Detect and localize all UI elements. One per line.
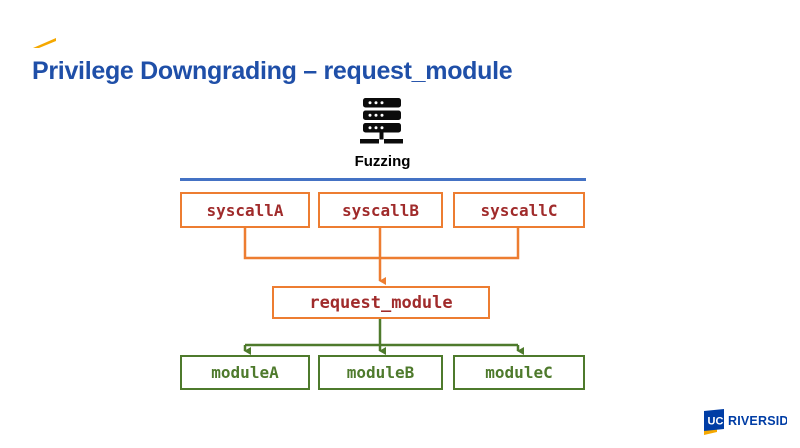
ucr-logo: UC RIVERSIDE bbox=[704, 409, 787, 435]
fuzzing-label: Fuzzing bbox=[354, 153, 411, 170]
page-title: Privilege Downgrading – request_module bbox=[32, 57, 513, 85]
svg-text:UC: UC bbox=[708, 416, 724, 428]
node-module-c[interactable]: moduleC bbox=[453, 355, 585, 390]
gold-swoosh-icon bbox=[33, 38, 56, 48]
node-module-b[interactable]: moduleB bbox=[318, 355, 443, 390]
section-divider bbox=[180, 178, 586, 181]
node-syscall-a[interactable]: syscallA bbox=[180, 192, 310, 228]
node-syscall-b[interactable]: syscallB bbox=[318, 192, 443, 228]
node-request-module[interactable]: request_module bbox=[272, 286, 490, 319]
node-module-a[interactable]: moduleA bbox=[180, 355, 310, 390]
svg-text:RIVERSIDE: RIVERSIDE bbox=[728, 414, 787, 428]
node-syscall-c[interactable]: syscallC bbox=[453, 192, 585, 228]
server-stack-icon bbox=[360, 98, 403, 144]
